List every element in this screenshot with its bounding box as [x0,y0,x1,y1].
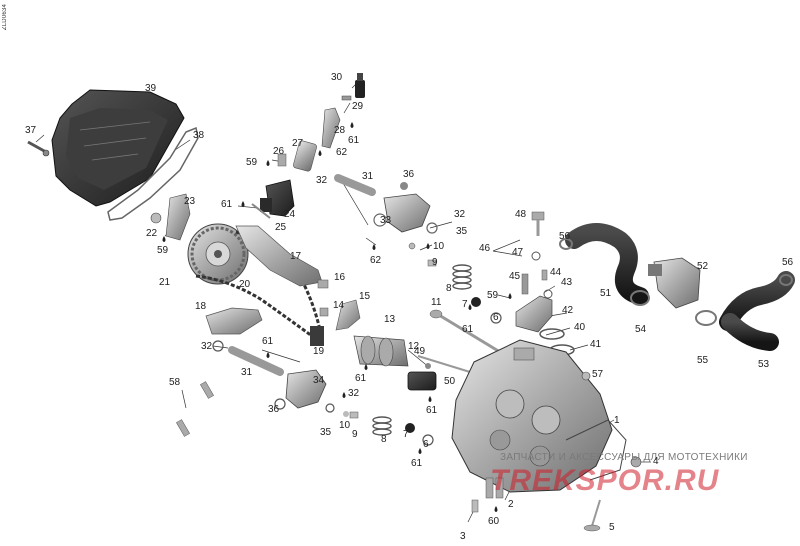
callout-50: 50 [444,376,456,387]
callout-7: 7 [403,429,409,440]
callout-24: 24 [284,209,296,220]
callout-4: 4 [653,456,659,467]
callout-13: 13 [384,314,396,325]
callout-32: 32 [348,388,360,399]
callout-46: 46 [479,243,491,254]
callout-60: 60 [488,516,500,527]
callout-37: 37 [25,125,37,136]
cylinder-head-1 [451,339,627,493]
callout-23: 23 [184,196,196,207]
callout-40: 40 [574,322,586,333]
callout-35: 35 [320,427,332,438]
callout-10: 10 [433,241,445,252]
callout-41: 41 [590,339,602,350]
callout-15: 15 [359,291,371,302]
watermark-logo: TREKSPOR.RU [490,464,720,497]
callout-59: 59 [157,245,169,256]
callout-53: 53 [758,359,770,370]
callout-61: 61 [221,199,233,210]
callout-32: 32 [316,175,328,186]
callout-34: 34 [313,375,325,386]
callout-28: 28 [334,125,346,136]
callout-47: 47 [512,247,524,258]
camshaft-13 [353,335,409,367]
callout-20: 20 [239,279,251,290]
callout-32: 32 [454,209,466,220]
callout-38: 38 [193,130,205,141]
callout-31: 31 [362,171,374,182]
callout-27: 27 [292,138,304,149]
callout-10: 10 [339,420,351,431]
callout-8: 8 [446,283,452,294]
callout-1: 1 [614,415,620,426]
callout-62: 62 [336,147,348,158]
callout-33: 33 [380,215,392,226]
callout-8: 8 [381,434,387,445]
callout-35: 35 [456,226,468,237]
callout-21: 21 [159,277,171,288]
callout-26: 26 [273,146,285,157]
callout-17: 17 [290,251,302,262]
callout-11: 11 [431,297,442,308]
callout-36: 36 [268,404,280,415]
callout-61: 61 [348,135,360,146]
watermark-text: ЗАПЧАСТИ И АКСЕССУАРЫ ДЛЯ МОТОТЕХНИКИ [500,452,748,463]
cam-sprocket-21 [187,223,249,285]
valve-cover-39 [51,89,185,207]
callout-9: 9 [432,257,438,268]
callout-12: 12 [408,341,420,352]
callout-56: 56 [559,231,571,242]
callout-16: 16 [334,272,346,283]
callout-22: 22 [146,228,158,239]
callout-42: 42 [562,305,574,316]
callout-18: 18 [195,301,207,312]
callout-25: 25 [275,222,287,233]
callout-32: 32 [201,341,213,352]
callout-51: 51 [600,288,612,299]
callout-6: 6 [423,439,429,450]
callout-59: 59 [487,290,499,301]
callout-62: 62 [370,255,382,266]
callout-39: 39 [145,83,157,94]
callout-45: 45 [509,271,521,282]
callout-5: 5 [609,522,615,533]
callout-2: 2 [508,499,514,510]
callout-31: 31 [241,367,253,378]
callout-56: 56 [782,257,794,268]
callout-48: 48 [515,209,527,220]
callout-61: 61 [355,373,367,384]
callout-61: 61 [462,324,474,335]
callout-49: 49 [414,346,426,357]
callout-54: 54 [635,324,647,335]
callout-43: 43 [561,277,573,288]
callout-19: 19 [313,346,325,357]
callout-59: 59 [246,157,258,168]
callout-55: 55 [697,355,709,366]
callout-30: 30 [331,72,343,83]
callout-61: 61 [411,458,423,469]
callout-9: 9 [352,429,358,440]
callout-52: 52 [697,261,709,272]
callout-29: 29 [352,101,364,112]
callout-36: 36 [403,169,415,180]
callout-14: 14 [333,300,345,311]
callout-61: 61 [426,405,438,416]
callout-58: 58 [169,377,181,388]
callout-6: 6 [493,312,499,323]
callout-61: 61 [262,336,274,347]
callout-44: 44 [550,267,562,278]
callout-57: 57 [592,369,604,380]
callout-7: 7 [462,299,468,310]
callout-3: 3 [460,531,466,542]
